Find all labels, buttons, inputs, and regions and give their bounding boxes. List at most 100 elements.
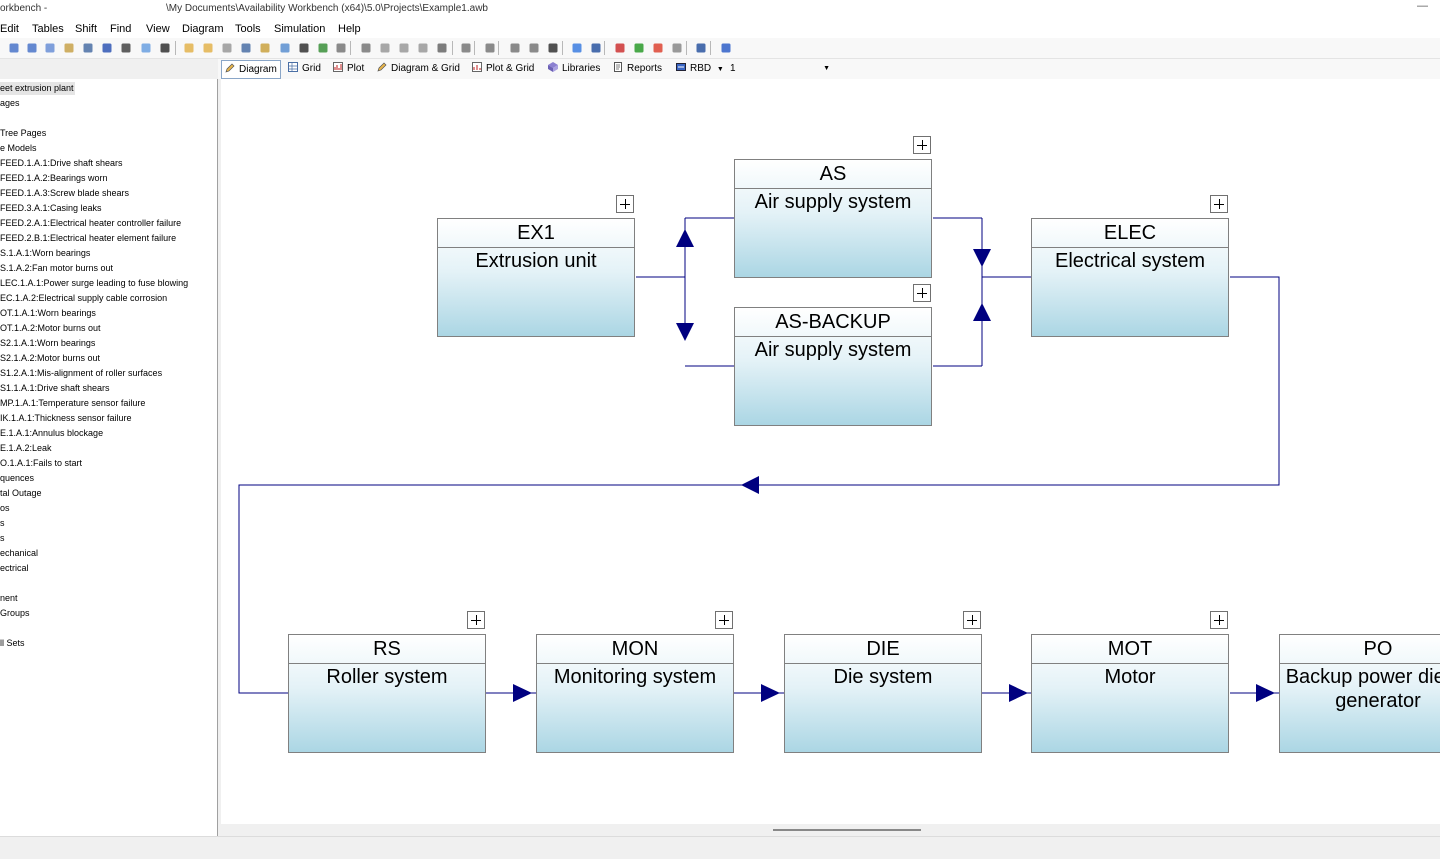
flow-icon[interactable] xyxy=(240,41,252,53)
tree-item[interactable]: FEED.1.A.3:Screw blade shears xyxy=(0,188,130,198)
paste2-icon[interactable] xyxy=(417,41,429,53)
camera-icon[interactable] xyxy=(298,41,310,53)
scissors-icon[interactable] xyxy=(360,41,372,53)
page-selector[interactable]: 1 ▼ xyxy=(730,63,830,74)
tree-item[interactable]: Tree Pages xyxy=(0,128,47,138)
expand-icon[interactable] xyxy=(1210,611,1228,629)
block-die[interactable]: DIE Die system xyxy=(784,634,982,753)
tree-item[interactable]: EC.1.A.2:Electrical supply cable corrosi… xyxy=(0,293,168,303)
tree-item[interactable]: FEED.1.A.1:Drive shaft shears xyxy=(0,158,123,168)
tab-rbd[interactable]: RBD ▼ xyxy=(673,60,727,77)
tab-grid[interactable]: Grid xyxy=(285,60,324,77)
undo-icon[interactable] xyxy=(460,41,472,53)
cube-icon[interactable] xyxy=(63,41,75,53)
cursor-icon[interactable] xyxy=(335,41,347,53)
table-icon[interactable] xyxy=(44,41,56,53)
tree-item[interactable]: ll Sets xyxy=(0,638,25,648)
copy2-icon[interactable] xyxy=(379,41,391,53)
tree-item[interactable]: nent xyxy=(0,593,18,603)
scrollbar-thumb[interactable] xyxy=(773,829,921,831)
expand-icon[interactable] xyxy=(913,136,931,154)
tree-item[interactable]: OT.1.A.2:Motor burns out xyxy=(0,323,101,333)
tree-item[interactable]: S2.1.A.1:Worn bearings xyxy=(0,338,96,348)
tree-item[interactable]: MP.1.A.1:Temperature sensor failure xyxy=(0,398,146,408)
menu-simulation[interactable]: Simulation xyxy=(274,23,326,35)
image-icon[interactable] xyxy=(279,41,291,53)
block-ex1[interactable]: EX1 Extrusion unit xyxy=(437,218,635,337)
tree-item[interactable]: os xyxy=(0,503,10,513)
horizontal-scrollbar[interactable] xyxy=(221,824,1440,836)
menu-shift[interactable]: Shift xyxy=(75,23,98,35)
tab-plot[interactable]: Plot xyxy=(330,60,367,77)
menu-edit[interactable]: Edit xyxy=(0,23,19,35)
tree-item[interactable]: s xyxy=(0,518,5,528)
traffic-green-icon[interactable] xyxy=(633,41,645,53)
bulb-icon[interactable] xyxy=(571,41,583,53)
block-mot[interactable]: MOT Motor xyxy=(1031,634,1229,753)
help-icon[interactable] xyxy=(720,41,732,53)
tree-item[interactable]: S2.1.A.2:Motor burns out xyxy=(0,353,101,363)
menu-view[interactable]: View xyxy=(146,23,170,35)
globe-icon[interactable] xyxy=(317,41,329,53)
tree-item[interactable]: O.1.A.1:Fails to start xyxy=(0,458,83,468)
tab-libraries[interactable]: Libraries xyxy=(545,60,603,77)
tree-item[interactable]: E.1.A.2:Leak xyxy=(0,443,52,453)
expand-icon[interactable] xyxy=(715,611,733,629)
expand-icon[interactable] xyxy=(1210,195,1228,213)
tree-item[interactable]: quences xyxy=(0,473,35,483)
tree-item[interactable]: eet extrusion plant xyxy=(0,82,75,95)
block-rs[interactable]: RS Roller system xyxy=(288,634,486,753)
folder-icon[interactable] xyxy=(202,41,214,53)
triangle-down-icon[interactable] xyxy=(528,41,540,53)
triangle-up-icon[interactable] xyxy=(509,41,521,53)
zoom-icon[interactable] xyxy=(695,41,707,53)
block-mon[interactable]: MON Monitoring system xyxy=(536,634,734,753)
tree-item[interactable]: tal Outage xyxy=(0,488,42,498)
delete-icon[interactable] xyxy=(436,41,448,53)
up-arrow-icon[interactable] xyxy=(8,41,20,53)
tree-item[interactable]: S1.1.A.1:Drive shaft shears xyxy=(0,383,110,393)
block-as[interactable]: AS Air supply system xyxy=(734,159,932,278)
expand-icon[interactable] xyxy=(616,195,634,213)
tree-item[interactable]: S1.2.A.1:Mis-alignment of roller surface… xyxy=(0,368,163,378)
menu-help[interactable]: Help xyxy=(338,23,361,35)
menu-find[interactable]: Find xyxy=(110,23,132,35)
menu-tables[interactable]: Tables xyxy=(32,23,64,35)
tree-item[interactable]: LEC.1.A.1:Power surge leading to fuse bl… xyxy=(0,278,189,288)
menu-tools[interactable]: Tools xyxy=(235,23,261,35)
expand-icon[interactable] xyxy=(467,611,485,629)
tab-reports[interactable]: Reports xyxy=(610,60,665,77)
tree-item[interactable]: FEED.1.A.2:Bearings worn xyxy=(0,173,108,183)
minimize-button[interactable]: — xyxy=(1417,0,1428,12)
block-elec[interactable]: ELEC Electrical system xyxy=(1031,218,1229,337)
traffic-red-icon[interactable] xyxy=(652,41,664,53)
group-icon[interactable] xyxy=(484,41,496,53)
tree-item[interactable]: Groups xyxy=(0,608,30,618)
block-po[interactable]: PO Backup power diesel generator xyxy=(1279,634,1440,753)
edit-icon[interactable] xyxy=(120,41,132,53)
copy-icon[interactable] xyxy=(183,41,195,53)
tree-item[interactable]: IK.1.A.1:Thickness sensor failure xyxy=(0,413,132,423)
tree-item[interactable]: ectrical xyxy=(0,563,29,573)
tree-item[interactable]: FEED.2.A.1:Electrical heater controller … xyxy=(0,218,182,228)
block-as-backup[interactable]: AS-BACKUP Air supply system xyxy=(734,307,932,426)
expand-icon[interactable] xyxy=(913,284,931,302)
tab-diagram-grid[interactable]: Diagram & Grid xyxy=(374,60,463,77)
save-icon[interactable] xyxy=(159,41,171,53)
tree-item[interactable]: S.1.A.2:Fan motor burns out xyxy=(0,263,114,273)
chart-icon[interactable] xyxy=(614,41,626,53)
gear-small-icon[interactable] xyxy=(221,41,233,53)
tree-item[interactable]: OT.1.A.1:Worn bearings xyxy=(0,308,96,318)
tree-item[interactable]: e Models xyxy=(0,143,37,153)
paste-icon[interactable] xyxy=(398,41,410,53)
tab-plot-grid[interactable]: Plot & Grid xyxy=(469,60,537,77)
menu-diagram[interactable]: Diagram xyxy=(182,23,224,35)
tree-item[interactable]: ages xyxy=(0,98,20,108)
tree-item[interactable]: S.1.A.1:Worn bearings xyxy=(0,248,91,258)
swap-icon[interactable] xyxy=(547,41,559,53)
gears-icon[interactable] xyxy=(82,41,94,53)
expand-icon[interactable] xyxy=(963,611,981,629)
tree-item[interactable]: s xyxy=(0,533,5,543)
clock-icon[interactable] xyxy=(140,41,152,53)
traffic-off-icon[interactable] xyxy=(671,41,683,53)
